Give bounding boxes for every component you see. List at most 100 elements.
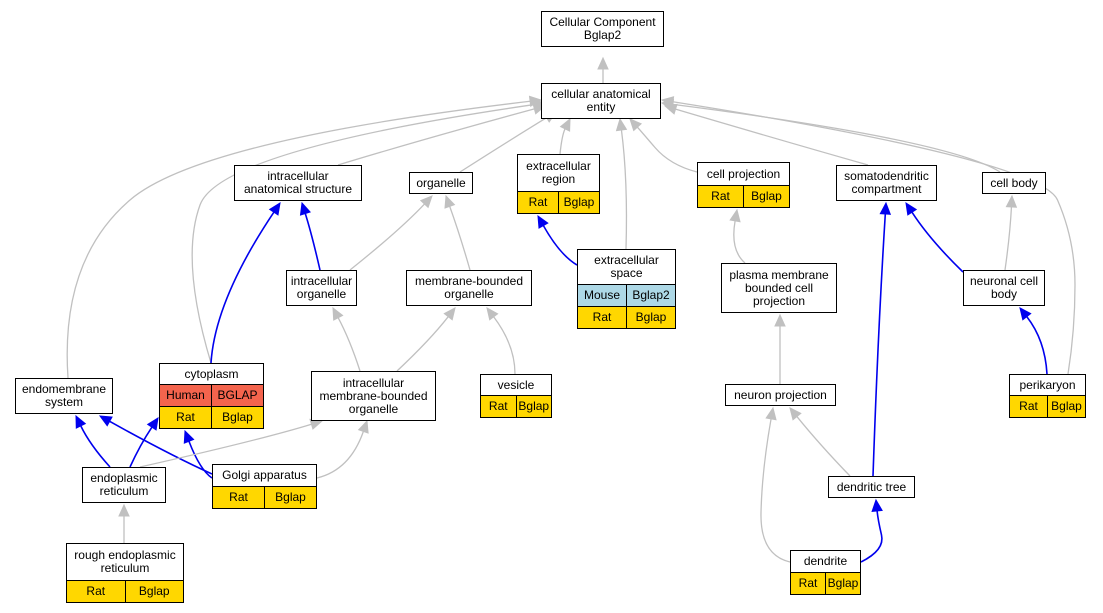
edge-is-a bbox=[337, 108, 535, 166]
node-title: cell body bbox=[990, 175, 1038, 190]
arrowhead-icon bbox=[419, 195, 433, 209]
gene-cell: Bglap bbox=[515, 396, 551, 417]
edge-part-of bbox=[80, 425, 111, 468]
arrowhead-icon bbox=[146, 416, 159, 431]
node-title: cell projection bbox=[706, 166, 781, 181]
species-cell: Mouse bbox=[578, 285, 626, 306]
arrowhead-icon bbox=[444, 194, 456, 209]
gene-cell: Bglap bbox=[743, 186, 789, 207]
node-ems[interactable]: endomembrane system bbox=[15, 378, 113, 414]
arrowhead-icon bbox=[332, 306, 344, 321]
edge-is-a bbox=[636, 126, 698, 173]
edge-part-of bbox=[1026, 316, 1048, 375]
arrowhead-icon bbox=[765, 406, 777, 421]
node-er[interactable]: endoplasmic reticulum bbox=[82, 467, 166, 503]
node-mbo[interactable]: membrane-bounded organelle bbox=[406, 270, 532, 306]
node-ias[interactable]: intracellular anatomical structure bbox=[234, 165, 362, 201]
gene-cell: Bglap bbox=[124, 581, 183, 602]
arrowhead-icon bbox=[118, 503, 130, 517]
node-title: neuron projection bbox=[734, 387, 827, 402]
node-title: rough endoplasmic reticulum bbox=[74, 548, 176, 575]
node-title: dendritic tree bbox=[836, 479, 907, 494]
gene-cell: Bglap bbox=[626, 307, 675, 328]
edge-part-of bbox=[542, 225, 578, 266]
arrowhead-icon bbox=[98, 415, 113, 427]
arrowhead-icon bbox=[268, 201, 281, 216]
node-imbo[interactable]: intracellular membrane-bounded organelle bbox=[311, 371, 436, 421]
node-np[interactable]: neuron projection bbox=[725, 384, 836, 406]
node-cb[interactable]: cell body bbox=[982, 172, 1046, 194]
edge-part-of bbox=[210, 211, 275, 364]
edge-is-a bbox=[796, 416, 851, 477]
node-ncb[interactable]: neuronal cell body bbox=[963, 270, 1045, 306]
node-io[interactable]: intracellular organelle bbox=[286, 270, 357, 306]
edge-is-a bbox=[675, 108, 869, 166]
node-title: perikaryon bbox=[1019, 377, 1076, 392]
edge-part-of bbox=[911, 211, 964, 273]
node-title: extracellular region bbox=[526, 159, 591, 186]
node-title: intracellular membrane-bounded organelle bbox=[319, 375, 428, 416]
edge-is-a bbox=[760, 418, 791, 563]
arrowhead-icon bbox=[905, 201, 918, 216]
species-cell: Rat bbox=[481, 396, 516, 417]
edge-is-a bbox=[66, 100, 531, 379]
node-title: Cellular Component Bglap2 bbox=[549, 15, 656, 42]
edge-is-a bbox=[191, 103, 535, 364]
edge-is-a bbox=[396, 316, 449, 372]
arrowhead-icon bbox=[532, 98, 547, 111]
gene-cell: Bglap2 bbox=[626, 285, 675, 306]
node-title: membrane-bounded organelle bbox=[414, 274, 524, 301]
node-title: cellular anatomical entity bbox=[551, 87, 651, 114]
node-title: Golgi apparatus bbox=[222, 468, 307, 482]
node-title: organelle bbox=[416, 175, 466, 190]
edge-is-a bbox=[1004, 206, 1013, 271]
node-sdc[interactable]: somatodendritic compartment bbox=[836, 165, 937, 201]
gene-cell: Bglap bbox=[825, 573, 860, 594]
edge-is-a bbox=[733, 220, 746, 264]
arrowhead-icon bbox=[660, 96, 675, 108]
edge-part-of bbox=[860, 510, 883, 563]
node-title: vesicle bbox=[497, 377, 535, 392]
arrowhead-icon bbox=[1005, 194, 1018, 208]
node-root[interactable]: Cellular Component Bglap2 bbox=[541, 11, 664, 47]
node-organelle[interactable]: organelle bbox=[409, 172, 473, 194]
arrowhead-icon bbox=[789, 407, 802, 421]
arrowhead-icon bbox=[879, 201, 892, 215]
arrowhead-icon bbox=[774, 313, 786, 327]
node-title: neuronal cell body bbox=[969, 274, 1039, 301]
species-cell: Rat bbox=[518, 192, 558, 213]
edge-part-of bbox=[129, 426, 153, 468]
arrowhead-icon bbox=[357, 419, 369, 434]
node-pmbcp[interactable]: plasma membrane bounded cell projection bbox=[721, 263, 837, 313]
node-title: plasma membrane bounded cell projection bbox=[729, 267, 829, 308]
species-cell: Rat bbox=[698, 186, 743, 207]
arrowhead-icon bbox=[1019, 307, 1032, 321]
edge-part-of bbox=[872, 213, 887, 477]
gene-cell: Bglap bbox=[211, 407, 263, 428]
node-title: extracellular space bbox=[594, 253, 659, 280]
species-cell: Rat bbox=[1010, 396, 1047, 417]
node-cae[interactable]: cellular anatomical entity bbox=[541, 83, 661, 119]
node-title: endomembrane system bbox=[21, 382, 107, 409]
node-dt[interactable]: dendritic tree bbox=[828, 476, 915, 498]
